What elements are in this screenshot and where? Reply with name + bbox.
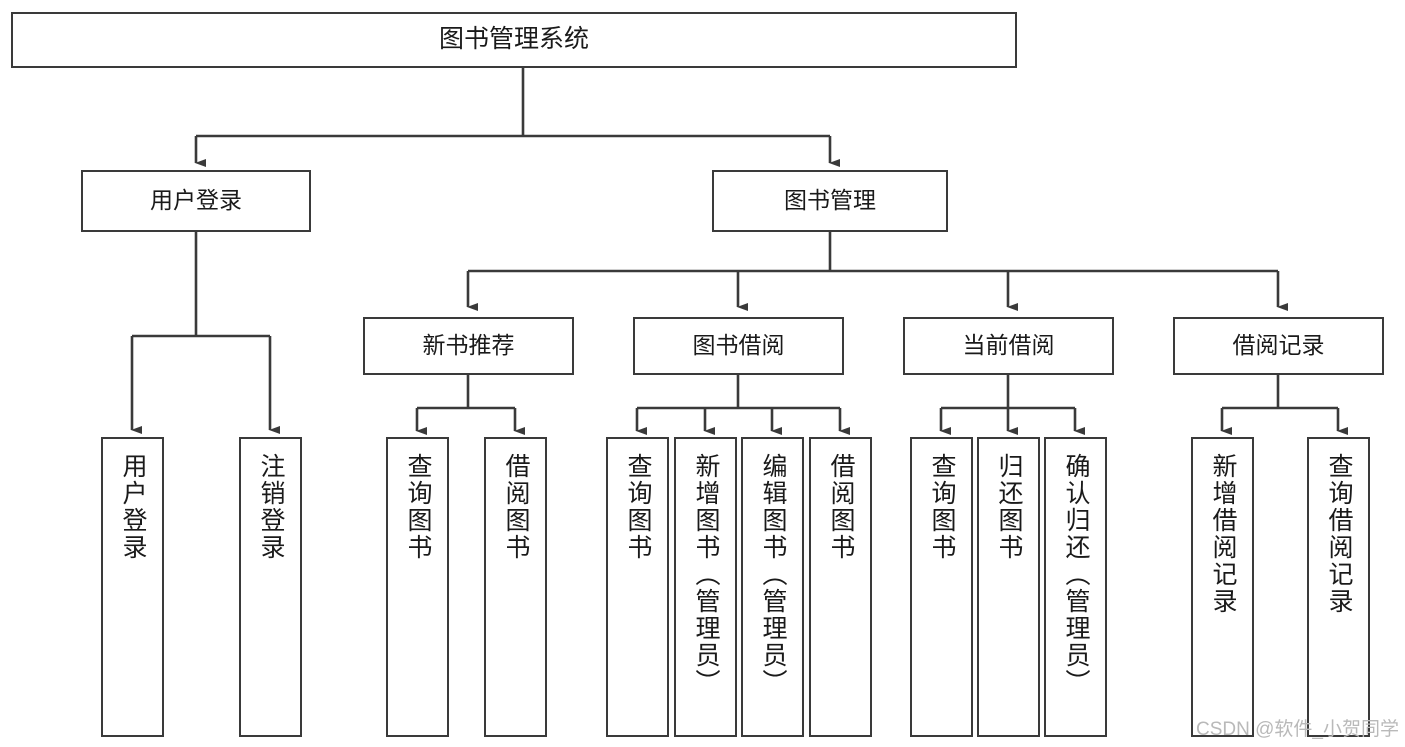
node-leaf-add-record-label: 新增借阅记录 bbox=[1209, 453, 1237, 615]
node-leaf-user-logout[interactable]: 注销登录 bbox=[239, 437, 302, 737]
node-leaf-query-book-3[interactable]: 查询图书 bbox=[910, 437, 973, 737]
node-borrow-record[interactable]: 借阅记录 bbox=[1173, 317, 1384, 375]
node-leaf-query-book-2-label: 查询图书 bbox=[624, 453, 652, 561]
node-leaf-query-record-label: 查询借阅记录 bbox=[1325, 453, 1353, 615]
node-leaf-return-book-label: 归还图书 bbox=[995, 453, 1023, 561]
node-leaf-edit-book-label: 编辑图书（管理员） bbox=[759, 453, 787, 696]
node-leaf-add-record[interactable]: 新增借阅记录 bbox=[1191, 437, 1254, 737]
node-leaf-query-book-1-label: 查询图书 bbox=[404, 453, 432, 561]
node-root-label: 图书管理系统 bbox=[438, 25, 589, 54]
node-leaf-confirm-return[interactable]: 确认归还（管理员） bbox=[1044, 437, 1107, 737]
node-leaf-add-book-label: 新增图书（管理员） bbox=[692, 453, 720, 696]
node-leaf-query-book-3-label: 查询图书 bbox=[928, 453, 956, 561]
node-leaf-query-book-2[interactable]: 查询图书 bbox=[606, 437, 669, 737]
node-leaf-borrow-book-2[interactable]: 借阅图书 bbox=[809, 437, 872, 737]
node-leaf-edit-book[interactable]: 编辑图书（管理员） bbox=[741, 437, 804, 737]
node-leaf-confirm-return-label: 确认归还（管理员） bbox=[1062, 453, 1090, 696]
node-new-book-rec-label: 新书推荐 bbox=[422, 332, 515, 359]
node-book-manage[interactable]: 图书管理 bbox=[712, 170, 948, 232]
node-current-borrow[interactable]: 当前借阅 bbox=[903, 317, 1114, 375]
node-book-manage-label: 图书管理 bbox=[784, 187, 876, 214]
node-user-login-label: 用户登录 bbox=[150, 187, 242, 214]
node-leaf-user-login[interactable]: 用户登录 bbox=[101, 437, 164, 737]
node-leaf-borrow-book-1-label: 借阅图书 bbox=[502, 453, 530, 561]
node-leaf-user-login-label: 用户登录 bbox=[119, 453, 147, 561]
connector-lines bbox=[130, 68, 1348, 435]
node-leaf-user-logout-label: 注销登录 bbox=[257, 453, 285, 561]
node-book-borrow-label: 图书借阅 bbox=[692, 332, 785, 359]
node-leaf-add-book[interactable]: 新增图书（管理员） bbox=[674, 437, 737, 737]
node-new-book-rec[interactable]: 新书推荐 bbox=[363, 317, 574, 375]
node-root[interactable]: 图书管理系统 bbox=[11, 12, 1017, 68]
node-leaf-query-record[interactable]: 查询借阅记录 bbox=[1307, 437, 1370, 737]
node-user-login[interactable]: 用户登录 bbox=[81, 170, 311, 232]
node-leaf-borrow-book-1[interactable]: 借阅图书 bbox=[484, 437, 547, 737]
node-leaf-borrow-book-2-label: 借阅图书 bbox=[827, 453, 855, 561]
node-borrow-record-label: 借阅记录 bbox=[1232, 332, 1325, 359]
node-current-borrow-label: 当前借阅 bbox=[962, 332, 1055, 359]
node-leaf-return-book[interactable]: 归还图书 bbox=[977, 437, 1040, 737]
node-leaf-query-book-1[interactable]: 查询图书 bbox=[386, 437, 449, 737]
node-book-borrow[interactable]: 图书借阅 bbox=[633, 317, 844, 375]
